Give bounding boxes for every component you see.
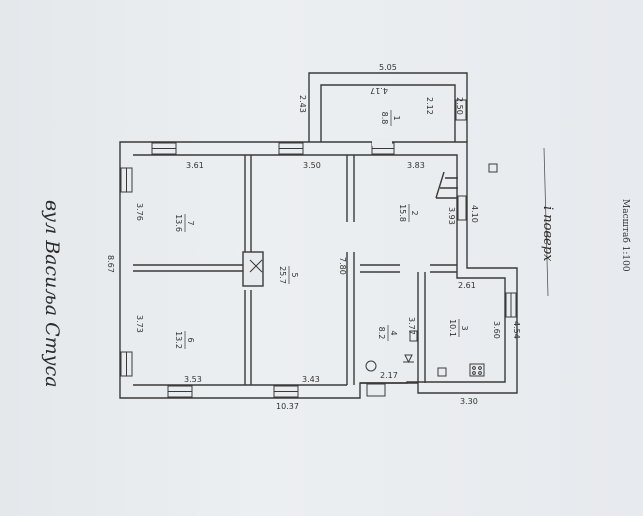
dim-annex-right-inner: 2.12 — [425, 97, 434, 115]
dim-room-top-a: 3.61 — [186, 161, 204, 170]
floor-label: і поверх — [540, 206, 555, 262]
dim-bottom-right: 3.30 — [460, 397, 478, 406]
dim-room1-height: 3.76 — [135, 203, 144, 221]
partition-7-6 — [133, 264, 245, 272]
boiler-icon — [365, 360, 377, 372]
svg-text:5: 5 — [290, 272, 299, 277]
dim-room-right-wall: 4.10 — [470, 205, 479, 223]
svg-text:1: 1 — [392, 115, 401, 120]
svg-text:3: 3 — [460, 325, 469, 330]
dim-room3-right: 4.54 — [512, 321, 521, 339]
sink-icon — [437, 367, 447, 377]
scale-label: Масштаб 1:100 — [620, 199, 631, 272]
dim-room4-inner: 3.77 — [407, 317, 416, 335]
room-annex-label: 1 8.8 — [380, 110, 401, 126]
dim-room4-bottom: 2.17 — [380, 371, 398, 380]
room-6-label: 6 13.2 — [174, 331, 195, 349]
street-label: вул Васиља Стуса — [41, 200, 63, 388]
dim-room6-height: 3.73 — [135, 315, 144, 333]
svg-text:2: 2 — [410, 210, 419, 215]
dim-annex-left: 2.43 — [298, 95, 307, 113]
outer-wall-inner-line — [133, 154, 506, 386]
dim-overall-width: 10.37 — [276, 402, 299, 411]
room-labels: 1 8.8 2 15.8 7 13.6 5 25.7 6 — [174, 110, 469, 349]
svg-text:10.1: 10.1 — [448, 319, 457, 337]
svg-text:25.7: 25.7 — [278, 266, 287, 284]
stair-lines — [435, 171, 458, 199]
dim-hall-height: 7.80 — [338, 257, 347, 275]
dimension-labels: 5.05 4.17 2.43 2.12 2.50 3.61 3.50 3.83 … — [106, 63, 521, 411]
room-3-label: 3 10.1 — [448, 319, 469, 337]
dim-overall-height: 8.67 — [106, 255, 115, 273]
openings — [120, 99, 517, 398]
partition-left-hall — [244, 155, 252, 385]
svg-text:15.8: 15.8 — [398, 204, 407, 222]
dim-room-top-c: 3.83 — [407, 161, 425, 170]
meter-icon — [409, 330, 418, 342]
dim-room-top-b: 3.50 — [303, 161, 321, 170]
room-5-label: 5 25.7 — [278, 266, 299, 284]
partition-hall-right — [346, 155, 355, 385]
svg-text:8.8: 8.8 — [380, 112, 389, 125]
svg-text:4: 4 — [389, 330, 398, 335]
room-2-label: 2 15.8 — [398, 204, 419, 222]
window-bottom-3 — [366, 383, 386, 397]
partition-2-bottom — [360, 264, 457, 273]
door-gap-annex — [372, 138, 392, 146]
svg-text:8.2: 8.2 — [377, 327, 386, 340]
room-7-label: 7 13.6 — [174, 214, 195, 232]
dim-annex-right: 2.50 — [455, 97, 464, 115]
svg-text:13.6: 13.6 — [174, 214, 183, 232]
dim-room3-top: 2.61 — [458, 281, 476, 290]
washbasin-icon — [403, 354, 414, 364]
window-annex — [455, 99, 467, 121]
chimney-mark — [249, 259, 263, 273]
leaders — [543, 147, 549, 297]
fixtures — [249, 163, 498, 377]
svg-text:7: 7 — [186, 220, 195, 225]
dim-bottom-b: 3.43 — [302, 375, 320, 384]
outer-wall-outline — [119, 141, 518, 399]
dim-annex-top: 5.05 — [379, 63, 397, 72]
room-4-label: 4 8.2 — [377, 325, 398, 341]
dim-bottom-a: 3.53 — [184, 375, 202, 384]
window-right-1 — [457, 195, 467, 221]
walls — [119, 72, 518, 399]
stove-icon — [469, 363, 485, 377]
annex-wall-inner-line — [320, 84, 456, 142]
dim-annex-inner-top: 4.17 — [370, 86, 388, 95]
svg-text:6: 6 — [186, 337, 195, 342]
svg-text:13.2: 13.2 — [174, 331, 183, 349]
partition-4-3 — [417, 272, 426, 383]
annex-wall-outline — [308, 72, 468, 142]
dim-room2-right: 3.93 — [447, 207, 456, 225]
dim-room3-inner: 3.60 — [492, 321, 501, 339]
outlet-icon — [488, 163, 498, 173]
